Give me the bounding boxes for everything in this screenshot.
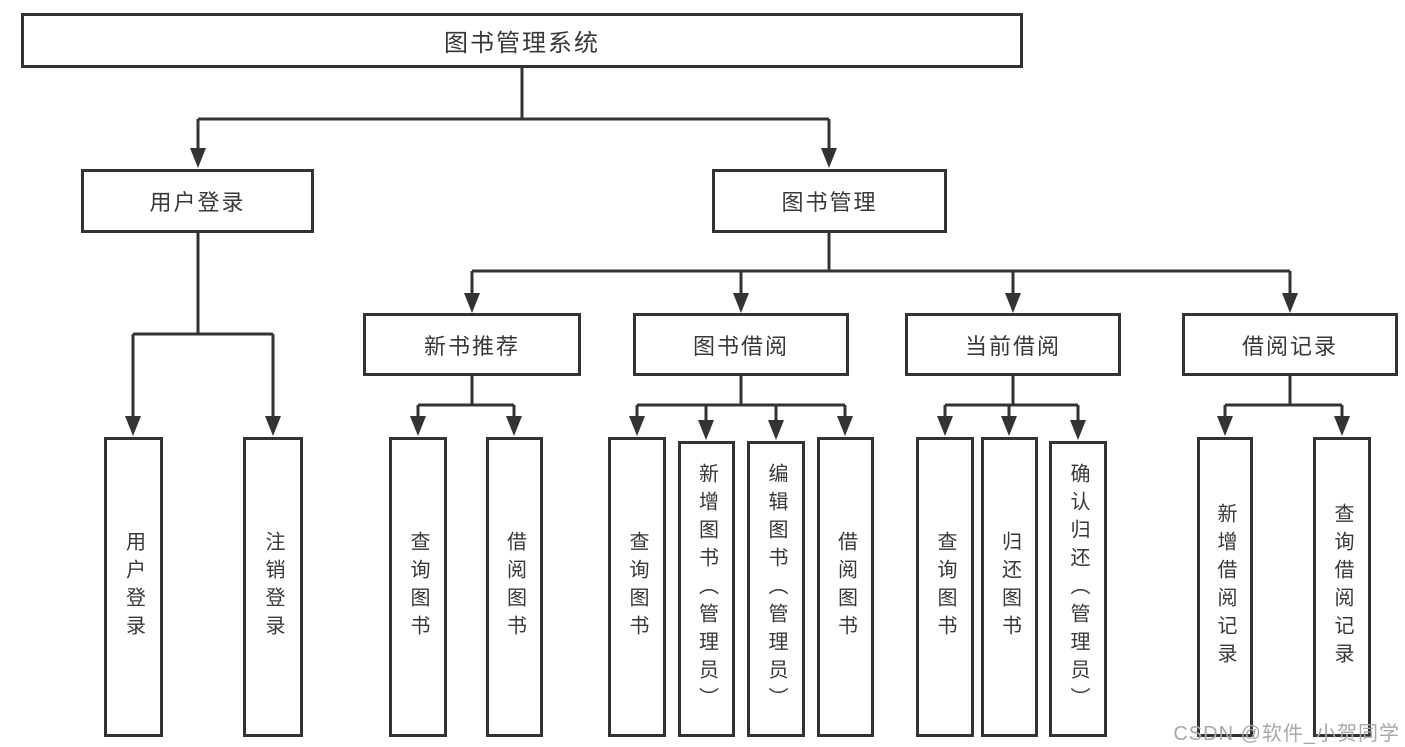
leaf-label: 归还图书 [998,531,1021,643]
node-book-management: 图书管理 [712,169,947,233]
leaf-label: 用户登录 [122,531,145,643]
leaf-label: 新增图书（管理员） [695,463,718,715]
leaf-confirm-return-admin: 确认归还（管理员） [1049,441,1107,737]
leaf-label: 确认归还（管理员） [1067,463,1089,715]
leaf-user-login: 用户登录 [104,437,163,737]
leaf-borrow-books-recommend: 借阅图书 [486,437,543,737]
leaf-label: 查询图书 [626,531,648,643]
node-borrow-records: 借阅记录 [1182,313,1398,376]
leaf-query-borrow-record: 查询借阅记录 [1313,437,1371,737]
leaf-logout: 注销登录 [243,437,303,737]
node-label: 用户登录 [149,190,246,215]
leaf-edit-books-admin: 编辑图书（管理员） [747,441,805,737]
node-label: 图书管理 [781,190,878,215]
leaf-label: 借阅图书 [834,531,857,643]
node-label: 新书推荐 [423,333,520,359]
leaf-label: 注销登录 [262,531,284,643]
leaf-label: 查询图书 [934,531,956,643]
node-library-management-system: 图书管理系统 [21,13,1023,68]
leaf-query-books-borrow: 查询图书 [608,437,666,737]
node-label: 借阅记录 [1241,333,1338,359]
node-new-book-recommend: 新书推荐 [363,313,581,376]
leaf-borrow-books: 借阅图书 [817,437,874,737]
leaf-add-books-admin: 新增图书（管理员） [678,441,735,737]
leaf-label: 新增借阅记录 [1214,503,1236,671]
node-current-borrow: 当前借阅 [905,313,1121,376]
leaf-label: 编辑图书（管理员） [765,463,787,715]
leaf-label: 查询借阅记录 [1331,503,1353,671]
leaf-label: 借阅图书 [503,531,526,643]
leaf-query-books-current: 查询图书 [916,437,974,737]
node-label: 图书借阅 [692,333,789,359]
leaf-query-books-recommend: 查询图书 [389,437,447,737]
leaf-add-borrow-record: 新增借阅记录 [1197,437,1253,737]
node-user-login: 用户登录 [81,169,314,233]
leaf-label: 查询图书 [407,531,429,643]
node-label: 图书管理系统 [444,30,600,57]
node-book-borrow: 图书借阅 [633,313,849,376]
leaf-return-books: 归还图书 [981,437,1038,737]
node-label: 当前借阅 [964,333,1061,359]
csdn-watermark: CSDN @软件_小贺同学 [1173,723,1400,745]
